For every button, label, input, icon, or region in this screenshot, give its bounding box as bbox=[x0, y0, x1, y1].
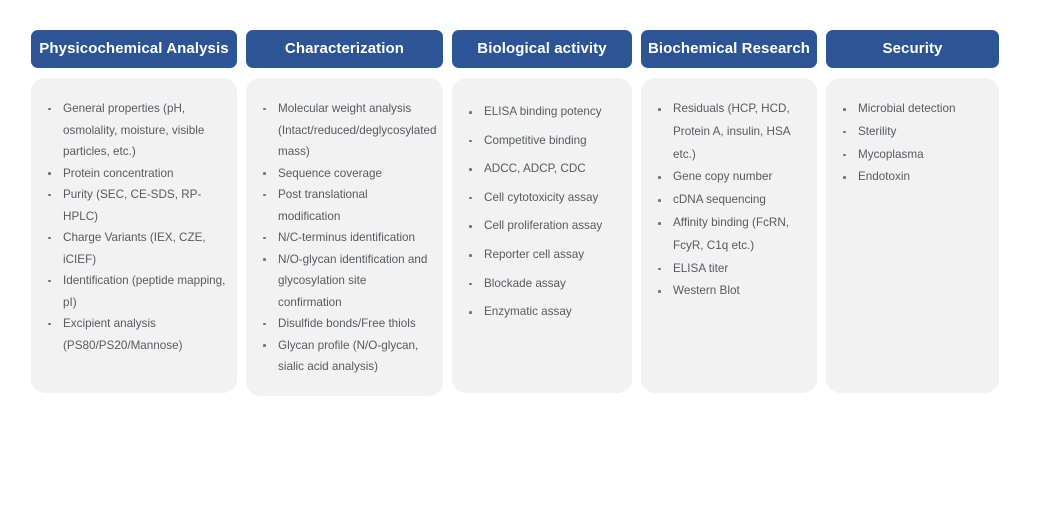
list-item: Cell cytotoxicity assay bbox=[464, 184, 622, 213]
column-panel-characterization: Molecular weight analysis (Intact/reduce… bbox=[246, 78, 443, 396]
list-item: Blockade assay bbox=[464, 270, 622, 299]
list-item: Affinity binding (FcRN, FcyR, C1q etc.) bbox=[653, 212, 807, 258]
category-column-characterization: Characterization Molecular weight analys… bbox=[246, 30, 443, 396]
category-column-physicochemical-analysis: Physicochemical Analysis General propert… bbox=[31, 30, 237, 393]
column-header-biological-activity[interactable]: Biological activity bbox=[452, 30, 632, 68]
column-panel-biological-activity: ELISA binding potency Competitive bindin… bbox=[452, 78, 632, 393]
item-list-characterization: Molecular weight analysis (Intact/reduce… bbox=[258, 98, 437, 378]
list-item: cDNA sequencing bbox=[653, 189, 807, 212]
column-header-physicochemical-analysis[interactable]: Physicochemical Analysis bbox=[31, 30, 237, 68]
list-item: Molecular weight analysis (Intact/reduce… bbox=[258, 98, 437, 163]
list-item: Gene copy number bbox=[653, 166, 807, 189]
list-item: Post translational modification bbox=[258, 184, 433, 227]
column-header-security[interactable]: Security bbox=[826, 30, 999, 68]
list-item: ELISA titer bbox=[653, 258, 807, 281]
item-list-biochemical-research: Residuals (HCP, HCD, Protein A, insulin,… bbox=[653, 98, 807, 303]
item-list-biological-activity: ELISA binding potency Competitive bindin… bbox=[464, 98, 622, 327]
column-panel-security: Microbial detection Sterility Mycoplasma… bbox=[826, 78, 999, 393]
list-item: Charge Variants (IEX, CZE, iCIEF) bbox=[43, 227, 227, 270]
list-item: Glycan profile (N/O-glycan, sialic acid … bbox=[258, 335, 433, 378]
list-item: Western Blot bbox=[653, 280, 807, 303]
list-item: Microbial detection bbox=[838, 98, 989, 121]
list-item: Disulfide bonds/Free thiols bbox=[258, 313, 433, 335]
list-item: Purity (SEC, CE-SDS, RP-HPLC) bbox=[43, 184, 227, 227]
list-item: Competitive binding bbox=[464, 127, 622, 156]
list-item: Cell proliferation assay bbox=[464, 212, 622, 241]
column-panel-biochemical-research: Residuals (HCP, HCD, Protein A, insulin,… bbox=[641, 78, 817, 393]
item-list-security: Microbial detection Sterility Mycoplasma… bbox=[838, 98, 989, 189]
list-item: Identification (peptide mapping, pI) bbox=[43, 270, 227, 313]
list-item: Protein concentration bbox=[43, 163, 227, 185]
category-column-security: Security Microbial detection Sterility M… bbox=[826, 30, 999, 393]
list-item: Residuals (HCP, HCD, Protein A, insulin,… bbox=[653, 98, 807, 166]
list-item: ADCC, ADCP, CDC bbox=[464, 155, 622, 184]
list-item: ELISA binding potency bbox=[464, 98, 622, 127]
list-item: N/O-glycan identification and glycosylat… bbox=[258, 249, 433, 314]
list-item: N/C-terminus identification bbox=[258, 227, 433, 249]
list-item: Enzymatic assay bbox=[464, 298, 622, 327]
category-column-biochemical-research: Biochemical Research Residuals (HCP, HCD… bbox=[641, 30, 817, 393]
category-column-biological-activity: Biological activity ELISA binding potenc… bbox=[452, 30, 632, 393]
column-panel-physicochemical-analysis: General properties (pH, osmolality, mois… bbox=[31, 78, 237, 393]
list-item: Sterility bbox=[838, 121, 989, 144]
list-item: Excipient analysis (PS80/PS20/Mannose) bbox=[43, 313, 227, 356]
column-header-characterization[interactable]: Characterization bbox=[246, 30, 443, 68]
item-list-physicochemical-analysis: General properties (pH, osmolality, mois… bbox=[43, 98, 227, 356]
list-item: Mycoplasma bbox=[838, 144, 989, 167]
category-columns: Physicochemical Analysis General propert… bbox=[31, 30, 1006, 396]
list-item: Endotoxin bbox=[838, 166, 989, 189]
column-header-biochemical-research[interactable]: Biochemical Research bbox=[641, 30, 817, 68]
list-item: Sequence coverage bbox=[258, 163, 433, 185]
list-item: Reporter cell assay bbox=[464, 241, 622, 270]
list-item: General properties (pH, osmolality, mois… bbox=[43, 98, 227, 163]
